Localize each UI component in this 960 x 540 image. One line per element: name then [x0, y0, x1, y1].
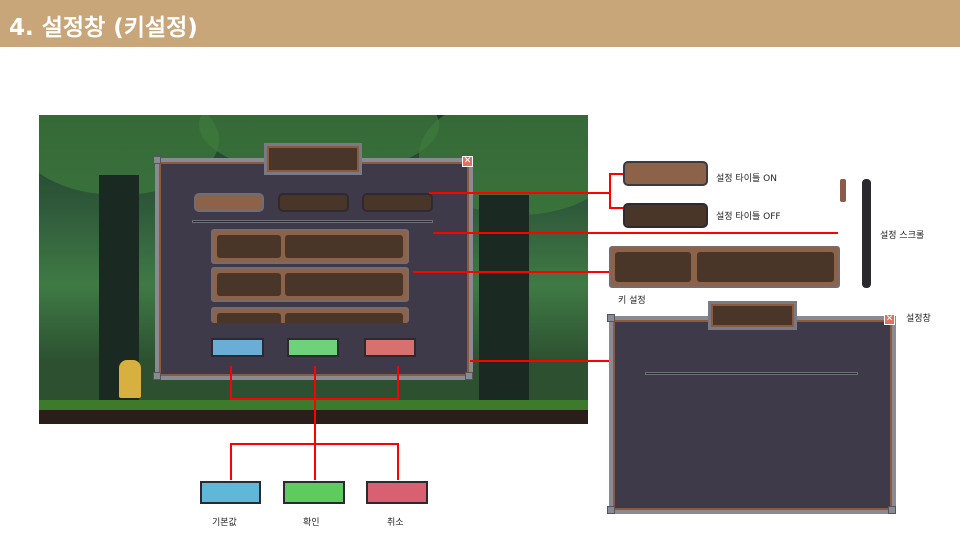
key-action-cell [217, 313, 281, 323]
dialog-title-plate [264, 143, 362, 175]
scroll-line[interactable] [192, 220, 433, 223]
key-binding-cell[interactable] [285, 273, 403, 296]
scroll-handle[interactable] [840, 179, 846, 202]
tree-trunk [479, 195, 529, 405]
annotation-line [230, 443, 232, 480]
soil-ground [39, 410, 588, 424]
settings-window-sample [609, 316, 896, 514]
key-action-cell [217, 235, 281, 258]
grass-ground [39, 400, 588, 410]
slide-header [0, 0, 960, 47]
annotation-line [609, 173, 624, 175]
confirm-button[interactable] [287, 338, 339, 357]
annotation-line [314, 443, 316, 480]
default-label: 기본값 [212, 518, 237, 528]
annotation-line [397, 366, 399, 400]
settings-window-label: 설정창 [906, 314, 931, 324]
frame-corner [153, 156, 161, 164]
player-character [119, 360, 141, 398]
key-row[interactable] [211, 229, 409, 264]
key-binding-cell [697, 252, 834, 282]
window-title-plate [708, 301, 797, 330]
frame-corner [607, 314, 615, 322]
tab-3[interactable] [362, 193, 433, 212]
default-button[interactable] [211, 338, 264, 357]
key-row-sample [609, 246, 840, 288]
annotation-line [609, 207, 624, 209]
annotation-line [433, 232, 838, 234]
close-icon[interactable]: ✕ [462, 156, 473, 167]
frame-corner [888, 506, 896, 514]
cancel-button-sample [366, 481, 428, 504]
annotation-line [429, 192, 610, 194]
frame-corner [607, 506, 615, 514]
title-on-sample [623, 161, 708, 186]
frame-corner [465, 372, 473, 380]
key-action-cell [217, 273, 281, 296]
window-scroll-line [645, 372, 858, 375]
key-row[interactable] [211, 307, 409, 323]
annotation-line [470, 360, 610, 362]
confirm-label: 확인 [303, 518, 320, 528]
annotation-line [230, 366, 232, 400]
title-off-sample [623, 203, 708, 228]
title-on-label: 설정 타이틀 ON [716, 174, 777, 184]
annotation-line [230, 398, 399, 400]
slide-title: 4. 설정창 (키설정) [9, 15, 198, 41]
annotation-line [397, 443, 399, 480]
tab-2[interactable] [278, 193, 349, 212]
scroll-label: 설정 스크롤 [880, 231, 925, 241]
annotation-line [413, 271, 610, 273]
annotation-line [609, 174, 611, 208]
default-button-sample [200, 481, 261, 504]
key-action-cell [615, 252, 691, 282]
tab-1[interactable] [194, 193, 264, 212]
key-binding-cell[interactable] [285, 235, 403, 258]
close-icon: ✕ [884, 314, 895, 325]
scroll-track[interactable] [862, 179, 871, 288]
cancel-button[interactable] [364, 338, 416, 357]
key-row[interactable] [211, 267, 409, 302]
key-setting-label: 키 설정 [618, 296, 646, 306]
confirm-button-sample [283, 481, 345, 504]
frame-corner [153, 372, 161, 380]
title-off-label: 설정 타이틀 OFF [716, 212, 781, 222]
annotation-line [314, 366, 316, 444]
key-binding-cell[interactable] [285, 313, 403, 323]
cancel-label: 취소 [387, 518, 404, 528]
